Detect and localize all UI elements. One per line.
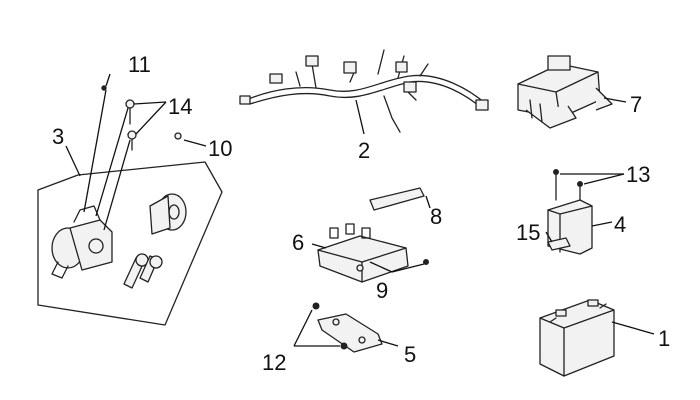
callout-5: 5	[404, 342, 416, 367]
bracket-nut-a	[312, 302, 320, 310]
callout-7: 7	[630, 92, 642, 117]
ignition-keys	[123, 253, 163, 289]
callout-6: 6	[292, 230, 304, 255]
battery	[539, 299, 655, 377]
tray-screw	[423, 259, 429, 265]
callout-2: 2	[358, 138, 370, 163]
callout-labels: 1 2 3 4 5 6 7 8 9 10 11 12 13 14 15	[52, 52, 670, 375]
mounting-screws	[125, 99, 137, 151]
nut-10	[174, 132, 182, 140]
battery-strap	[545, 169, 625, 255]
callout-12: 12	[262, 350, 286, 375]
callout-10: 10	[208, 136, 232, 161]
lock-cylinder	[149, 193, 187, 235]
relay-unit	[517, 55, 627, 129]
screw-11	[101, 85, 107, 91]
strap-pad	[547, 237, 571, 251]
bracket-nut-b	[340, 342, 348, 350]
ignition-switch	[51, 205, 113, 279]
rubber-strip	[369, 187, 431, 211]
callout-15: 15	[516, 220, 540, 245]
callout-8: 8	[430, 204, 442, 229]
strap-bolt-a	[553, 169, 559, 175]
callout-13: 13	[626, 162, 650, 187]
wiring-harness	[239, 49, 489, 135]
callout-14: 14	[168, 94, 192, 119]
callout-4: 4	[614, 212, 626, 237]
callout-3: 3	[52, 124, 64, 149]
battery-tray	[311, 223, 429, 283]
mounting-bracket	[293, 302, 399, 353]
ignition-switch-kit	[37, 73, 223, 326]
callout-11: 11	[128, 52, 151, 77]
callout-9: 9	[376, 278, 388, 303]
callout-1: 1	[658, 326, 670, 351]
strap-bolt-b	[577, 181, 583, 187]
kit-boundary-frame	[37, 161, 223, 326]
